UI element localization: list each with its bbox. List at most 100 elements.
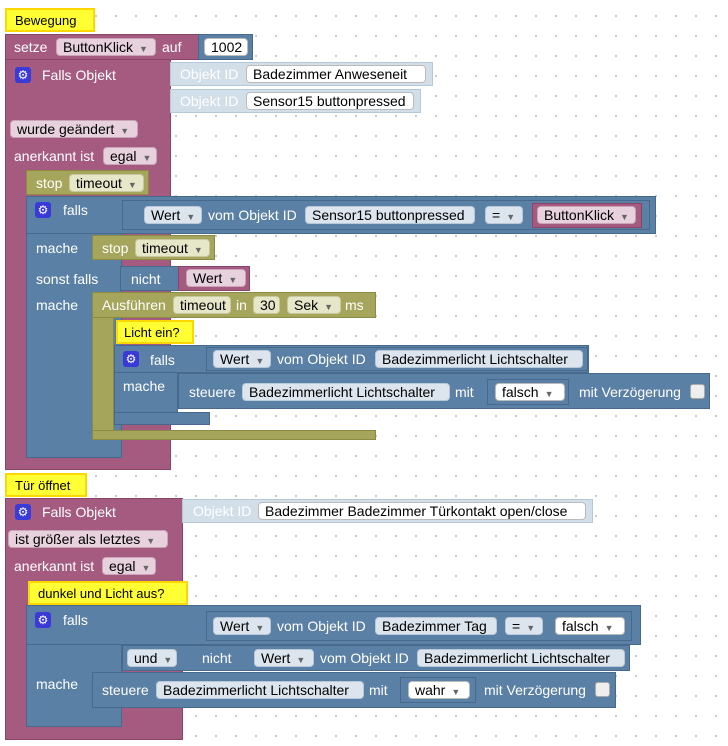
inner-if-bottom[interactable] (114, 412, 210, 425)
control-object-field[interactable]: Badezimmerlicht Lichtschalter (156, 681, 364, 699)
chevron-down-icon: ▼ (120, 126, 130, 136)
not-label: nicht (131, 271, 161, 287)
in-label: in (236, 297, 247, 313)
and-dropdown[interactable]: und▼ (127, 649, 177, 667)
comment-text: Tür öffnet (15, 478, 71, 493)
not-value-dropdown[interactable]: Wert▼ (186, 269, 246, 287)
control-value-dropdown[interactable]: falsch▼ (495, 383, 565, 401)
object-field[interactable]: Badezimmer Tag (375, 617, 497, 635)
chevron-down-icon: ▼ (604, 623, 614, 633)
chevron-down-icon: ▼ (506, 212, 516, 222)
delay-checkbox[interactable] (690, 384, 705, 399)
exec-timer-field[interactable]: timeout (173, 296, 231, 314)
in-value-field[interactable]: 30 (253, 296, 280, 314)
if-label: falls (63, 612, 88, 628)
gear-icon[interactable]: ⚙ (35, 612, 51, 628)
chevron-down-icon: ▼ (186, 212, 196, 222)
chevron-down-icon: ▼ (193, 245, 203, 255)
comment-text: dunkel und Licht aus? (38, 586, 165, 601)
set-variable-dropdown[interactable]: ButtonKlick▼ (56, 38, 156, 56)
number-value-field[interactable]: 1002 (204, 38, 248, 56)
delay-label: mit Verzögerung (484, 682, 586, 698)
chevron-down-icon: ▼ (324, 302, 334, 312)
unit-dropdown[interactable]: Sek▼ (287, 296, 341, 314)
then-label: mache (36, 676, 79, 692)
chevron-down-icon: ▼ (228, 275, 238, 285)
operator-dropdown[interactable]: =▼ (505, 617, 543, 635)
then-label: mache (36, 240, 79, 256)
comment-bubble[interactable]: Tür öffnet (5, 473, 87, 497)
compare-value-dropdown[interactable]: falsch▼ (555, 617, 625, 635)
delay-checkbox[interactable] (595, 682, 610, 697)
ack-label: anerkannt ist (14, 558, 95, 574)
chevron-down-icon: ▼ (296, 655, 306, 665)
from-object-label: vom Objekt ID (277, 618, 366, 634)
inner-then-label: mache (123, 378, 166, 394)
with-label: mit (369, 682, 388, 698)
trigger-label: Falls Objekt (42, 67, 116, 83)
object-field[interactable]: Badezimmerlicht Lichtschalter (417, 649, 625, 667)
comment-bubble[interactable]: Licht ein? (116, 320, 194, 344)
wert-dropdown[interactable]: Wert▼ (213, 617, 271, 635)
inner-wert-dropdown[interactable]: Wert▼ (213, 350, 271, 368)
inner-from-object-label: vom Objekt ID (277, 351, 366, 367)
then2-label: mache (36, 297, 79, 313)
control-value-dropdown[interactable]: wahr▼ (408, 681, 470, 699)
chevron-down-icon: ▼ (255, 356, 265, 366)
chevron-down-icon: ▼ (163, 655, 173, 665)
stop-label: stop (36, 175, 63, 191)
gear-icon[interactable]: ⚙ (35, 202, 51, 218)
condition-dropdown[interactable]: wurde geändert▼ (10, 120, 138, 138)
from-object-label: vom Objekt ID (320, 650, 409, 666)
object-id-label: Objekt ID (180, 93, 239, 109)
trigger-label: Falls Objekt (42, 504, 116, 520)
object-id-field-2[interactable]: Sensor15 buttonpressed (246, 92, 414, 110)
with-label: mit (455, 384, 474, 400)
chevron-down-icon: ▼ (526, 623, 536, 633)
chevron-down-icon: ▼ (139, 44, 148, 54)
delay-label: mit Verzögerung (579, 384, 681, 400)
stop-timer-dropdown[interactable]: timeout▼ (69, 174, 144, 192)
inner-if-label: falls (150, 352, 175, 368)
control-label: steuere (189, 384, 236, 400)
then-stop-label: stop (102, 240, 129, 256)
chevron-down-icon: ▼ (255, 623, 265, 633)
object-id-label: Objekt ID (180, 66, 239, 82)
comment-bubble[interactable]: Bewegung (5, 8, 95, 32)
elseif-label: sonst falls (36, 271, 99, 287)
gear-icon[interactable]: ⚙ (123, 351, 139, 367)
chevron-down-icon: ▼ (127, 180, 137, 190)
chevron-down-icon: ▼ (141, 563, 151, 573)
set-to-label: auf (162, 39, 182, 55)
control-label: steuere (102, 682, 149, 698)
chevron-down-icon: ▼ (146, 536, 156, 546)
ack-label: anerkannt ist (14, 148, 95, 164)
exec-label: Ausführen (102, 297, 166, 313)
object-id-field-3[interactable]: Badezimmer Badezimmer Türkontakt open/cl… (258, 502, 586, 520)
gear-icon[interactable]: ⚙ (15, 504, 31, 520)
object-field[interactable]: Sensor15 buttonpressed (305, 206, 475, 224)
not-label: nicht (202, 650, 232, 666)
then-stop-dropdown[interactable]: timeout▼ (135, 239, 210, 257)
chevron-down-icon: ▼ (544, 389, 554, 399)
comment-text: Bewegung (15, 13, 77, 28)
operator-dropdown[interactable]: =▼ (485, 206, 523, 224)
set-label: setze (14, 39, 48, 55)
variable-dropdown[interactable]: ButtonKlick▼ (537, 206, 636, 224)
ack-dropdown[interactable]: egal▼ (102, 557, 156, 575)
if-label: falls (63, 202, 88, 218)
object-id-field-1[interactable]: Badezimmer Anweseneit (246, 65, 426, 83)
ms-label: ms (345, 297, 364, 313)
control-object-field[interactable]: Badezimmerlicht Lichtschalter (242, 383, 450, 401)
exec-timer-bottom[interactable] (92, 430, 376, 440)
gear-icon[interactable]: ⚙ (15, 67, 31, 83)
ack-dropdown[interactable]: egal▼ (103, 147, 157, 165)
comment-bubble[interactable]: dunkel und Licht aus? (28, 581, 188, 605)
condition-dropdown[interactable]: ist größer als letztes▼ (8, 530, 168, 548)
inner-object-field[interactable]: Badezimmerlicht Lichtschalter (375, 350, 583, 368)
wert-dropdown[interactable]: Wert▼ (254, 649, 314, 667)
wert-dropdown[interactable]: Wert▼ (144, 206, 202, 224)
chevron-down-icon: ▼ (142, 153, 152, 163)
comment-text: Licht ein? (124, 325, 180, 340)
object-id-label: Objekt ID (193, 503, 252, 519)
